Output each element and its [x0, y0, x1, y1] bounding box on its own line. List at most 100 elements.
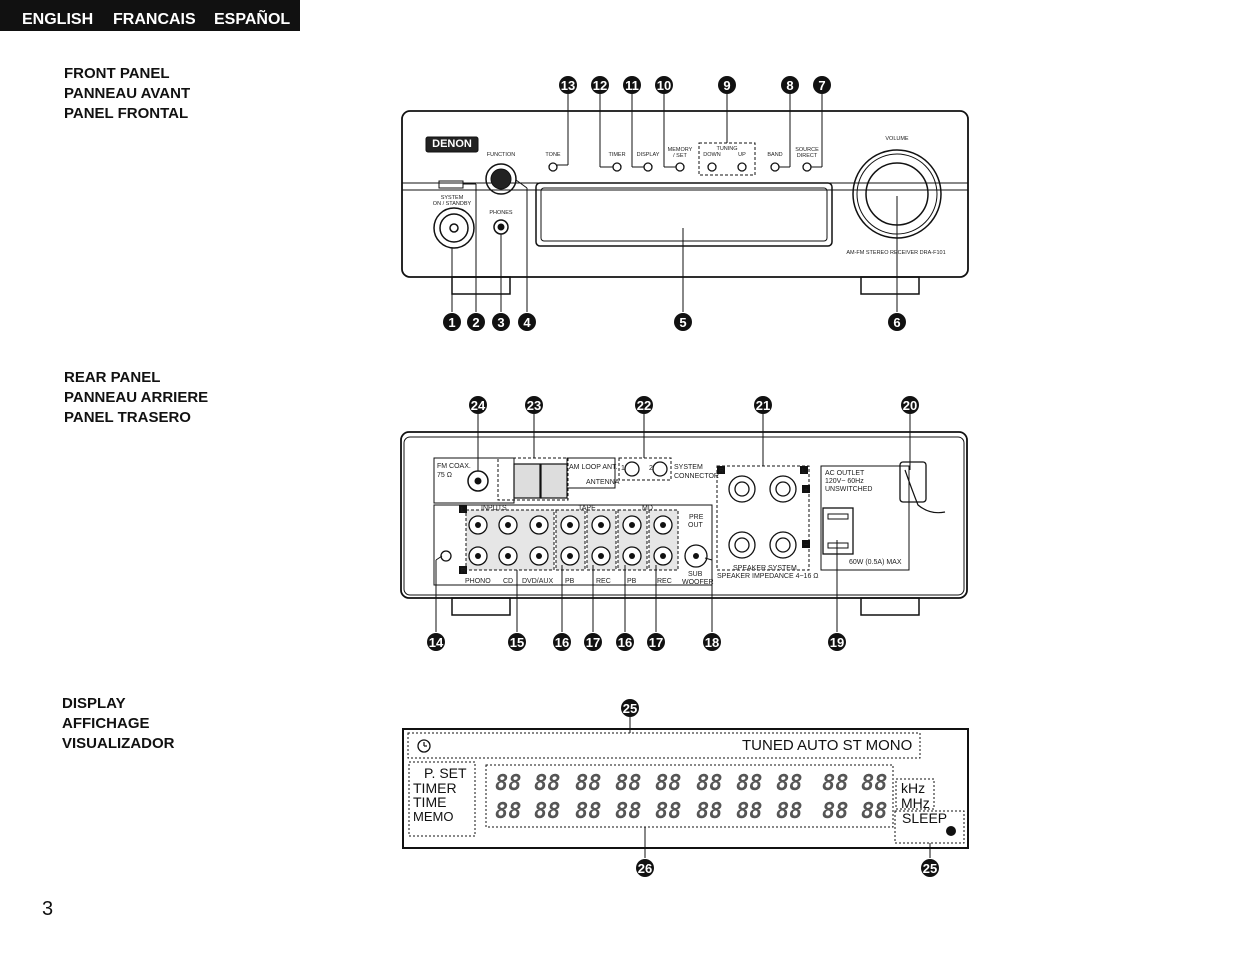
svg-text:9: 9 [723, 78, 730, 93]
svg-text:88: 88 [575, 771, 602, 796]
svg-text:21: 21 [756, 398, 770, 413]
speaker-system-label: SPEAKER SYSTEM [733, 565, 797, 572]
fm-ohm-label: 75 Ω [437, 472, 452, 479]
svg-text:88: 88 [736, 799, 763, 824]
pre-label: PRE [689, 514, 704, 521]
svg-text:17: 17 [586, 635, 600, 650]
svg-text:22: 22 [637, 398, 651, 413]
callout-6: 6 [888, 313, 906, 331]
callout-12: 12 [591, 76, 609, 94]
title-en: DISPLAY [62, 695, 126, 712]
callout-18: 18 [703, 633, 721, 651]
svg-text:88: 88 [696, 771, 723, 796]
callout-3: 3 [492, 313, 510, 331]
tuning-up-button[interactable] [737, 162, 747, 172]
unswitched-label: UNSWITCHED [825, 486, 872, 493]
spk-r-marker: R [719, 468, 724, 475]
band-button[interactable] [770, 162, 780, 172]
title-en: REAR PANEL [64, 369, 161, 386]
ground-terminal[interactable] [440, 550, 452, 562]
tape-label: TAPE [578, 505, 596, 512]
ac-outlet[interactable] [822, 507, 854, 555]
front-panel-diagram [401, 110, 969, 295]
svg-text:88: 88 [861, 771, 888, 796]
svg-text:88: 88 [822, 771, 849, 796]
sleep-label: SLEEP [902, 810, 947, 826]
page-number: 3 [42, 898, 54, 920]
timer-button[interactable] [612, 162, 622, 172]
am-ground-terminal[interactable] [540, 463, 568, 499]
phono-label: PHONO [465, 578, 491, 585]
display-button[interactable] [643, 162, 653, 172]
callout-16b: 16 [616, 633, 634, 651]
rear-leader-lines [435, 414, 911, 632]
lang-espanol[interactable]: ESPAÑOL [214, 11, 291, 28]
svg-text:1: 1 [448, 315, 455, 330]
lang-english[interactable]: ENGLISH [22, 11, 94, 28]
svg-text:23: 23 [527, 398, 541, 413]
system-connector-2[interactable] [652, 461, 668, 477]
front-panel-title: FRONT PANEL PANNEAU AVANT PANEL FRONTAL [64, 64, 190, 124]
svg-text:88: 88 [655, 799, 682, 824]
sys2-label: 2 [649, 465, 653, 472]
md-pb-label: PB [627, 578, 637, 585]
svg-text:88: 88 [534, 771, 561, 796]
callout-23: 23 [525, 396, 543, 414]
time-label: TIME [413, 794, 446, 810]
tuning-label: TUNING [716, 146, 737, 152]
tuning-down-button[interactable] [707, 162, 717, 172]
woofer-label: WOOFER [682, 579, 714, 586]
svg-text:15: 15 [510, 635, 524, 650]
md-label: MD [642, 505, 653, 512]
svg-text:14: 14 [429, 635, 444, 650]
out-label: OUT [688, 522, 704, 529]
status-indicators: TUNED AUTO ST MONO [742, 737, 912, 754]
callout-15: 15 [508, 633, 526, 651]
callout-26: 26 [636, 859, 654, 877]
tone-button[interactable] [548, 162, 558, 172]
callout-21: 21 [754, 396, 772, 414]
speaker-r-plus[interactable] [728, 475, 756, 503]
rear-channel-markers: L R R L + − [459, 466, 810, 575]
svg-text:88: 88 [776, 771, 803, 796]
language-bar: ENGLISH FRANCAIS ESPAÑOL [0, 0, 300, 31]
title-es: PANEL FRONTAL [64, 105, 189, 122]
svg-text:88: 88 [495, 771, 522, 796]
svg-text:11: 11 [625, 78, 639, 93]
sys1-label: 1 [621, 465, 625, 472]
title-es: VISUALIZADOR [62, 735, 175, 752]
khz-label: kHz [901, 780, 925, 796]
svg-text:88: 88 [776, 799, 803, 824]
svg-text:20: 20 [903, 398, 917, 413]
callout-22: 22 [635, 396, 653, 414]
system-connector-1[interactable] [624, 461, 640, 477]
denon-logo [425, 136, 479, 153]
display-title: DISPLAY AFFICHAGE VISUALIZADOR [62, 694, 175, 754]
function-label: FUNCTION [487, 152, 515, 158]
svg-text:4: 4 [523, 315, 531, 330]
am-loop-terminal[interactable] [513, 463, 541, 499]
speaker-l-plus[interactable] [769, 475, 797, 503]
callout-20: 20 [901, 396, 919, 414]
callout-9: 9 [718, 76, 736, 94]
lang-francais[interactable]: FRANCAIS [113, 11, 196, 28]
speaker-r-minus[interactable] [728, 531, 756, 559]
callout-17: 17 [584, 633, 602, 651]
plus-marker: + [804, 487, 808, 494]
md-rec-label: REC [657, 578, 672, 585]
svg-text:25: 25 [923, 861, 937, 876]
volume-label: VOLUME [885, 136, 909, 142]
ac-outlet-label: AC OUTLET [825, 470, 865, 477]
tape-rec-label: REC [596, 578, 611, 585]
memory-set-button[interactable] [675, 162, 685, 172]
speaker-l-minus[interactable] [769, 531, 797, 559]
function-knob[interactable] [485, 163, 517, 195]
source-direct-button[interactable] [802, 162, 812, 172]
svg-text:16: 16 [618, 635, 632, 650]
callout-1: 1 [443, 313, 461, 331]
memo-label: MEMO [413, 809, 453, 824]
model-label: AM-FM STEREO RECEIVER DRA-F101 [846, 250, 945, 256]
power-button[interactable] [433, 207, 475, 249]
on-standby-label: ON / STANDBY [433, 201, 472, 207]
svg-text:13: 13 [561, 78, 575, 93]
